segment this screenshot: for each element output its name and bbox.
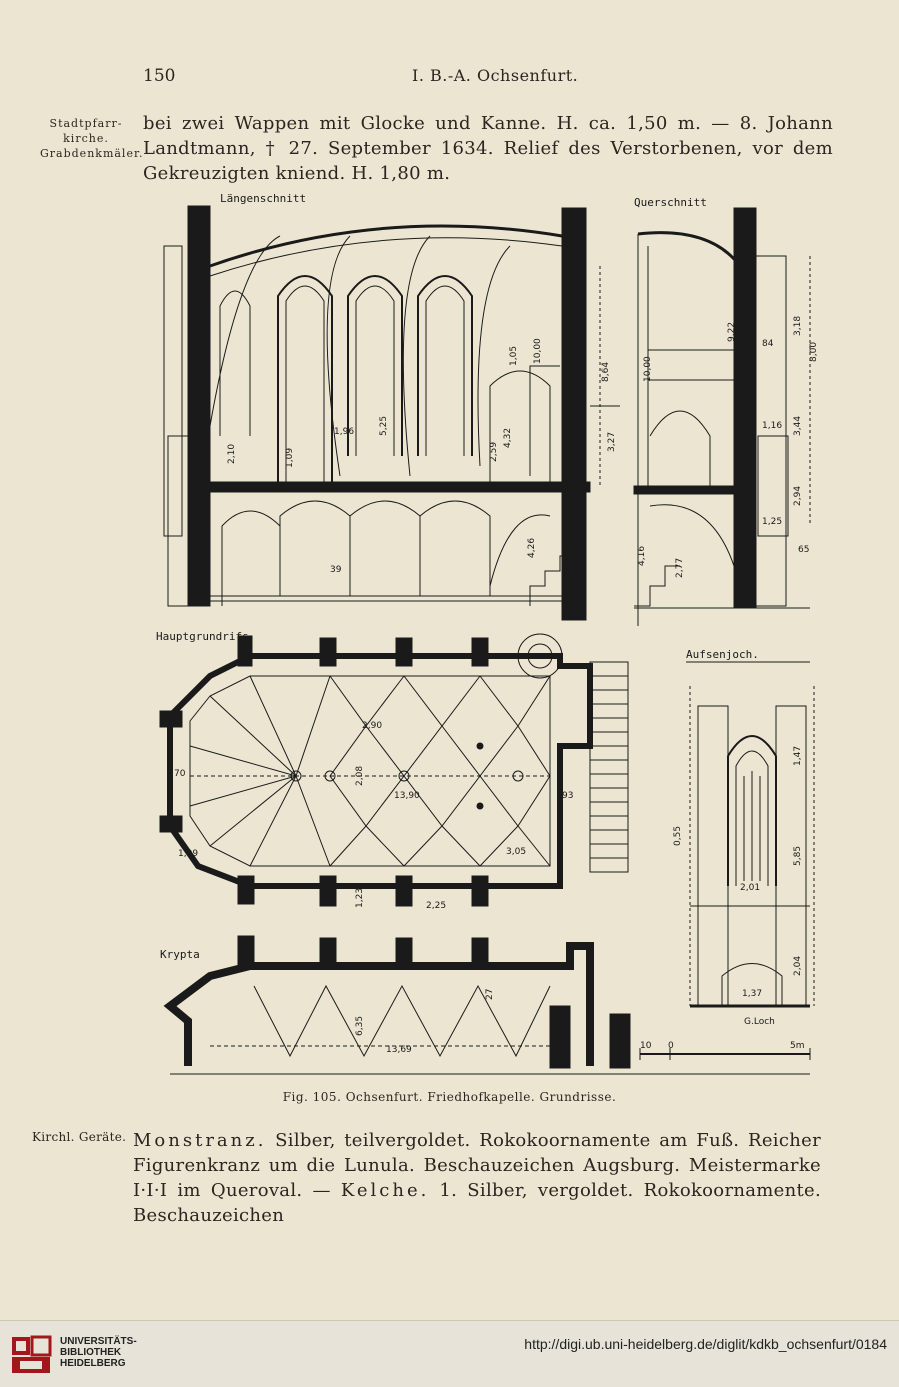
dimension: 1,09 xyxy=(178,849,198,859)
exterior-bay xyxy=(639,661,815,1060)
pier xyxy=(471,637,489,667)
dimension: 13,69 xyxy=(386,1045,412,1055)
university-logo-text: UNIVERSITÄTS- BIBLIOTHEK HEIDELBERG xyxy=(60,1336,137,1369)
dimension: 1,47 xyxy=(793,746,803,766)
paragraph-bottom: Monstranz. Silber, teilvergoldet. Rokoko… xyxy=(133,1128,821,1228)
figure-caption: Fig. 105. Ochsenfurt. Friedhofkapelle. G… xyxy=(282,1090,617,1104)
dimension: 10,00 xyxy=(643,356,653,382)
longitudinal-section xyxy=(163,205,620,621)
dimension: 13,90 xyxy=(394,791,420,801)
stairs xyxy=(589,661,629,873)
dimension: 2,90 xyxy=(362,721,382,731)
logo-line: BIBLIOTHEK xyxy=(60,1347,122,1358)
margin-line: Stadtpfarr- xyxy=(49,117,123,130)
pier xyxy=(471,875,489,907)
dimension: 2,77 xyxy=(675,558,685,578)
dimension: 27 xyxy=(485,989,495,1000)
dimension: 1,96 xyxy=(334,427,354,437)
university-logo-icon[interactable] xyxy=(8,1333,54,1375)
dimension: 2,10 xyxy=(227,444,237,464)
dimension: 2,59 xyxy=(489,442,499,462)
permalink-url[interactable]: http://digi.ub.uni-heidelberg.de/diglit/… xyxy=(524,1336,887,1352)
architectural-drawing: Längenschnitt Querschnitt Hauptgrundrifs… xyxy=(156,192,819,1075)
dimension: 3,18 xyxy=(793,316,803,336)
artist-signature: G.Loch xyxy=(744,1017,775,1027)
pier xyxy=(237,875,255,905)
text-run: 1. Silber, vergoldet. Rokokoornamente. B… xyxy=(133,1180,821,1226)
label-hauptgrundriss: Hauptgrundrifs xyxy=(156,630,249,643)
dimension: 93 xyxy=(562,791,573,801)
pier xyxy=(471,937,489,969)
dimension: 3,44 xyxy=(793,416,803,436)
dimension: 2,08 xyxy=(355,766,365,786)
dimension: 2,25 xyxy=(426,901,446,911)
pier xyxy=(159,815,183,833)
page-number: 150 xyxy=(143,66,176,86)
paragraph-top: bei zwei Wappen mit Glocke und Kanne. H.… xyxy=(143,113,833,184)
dimension: 5,25 xyxy=(379,416,389,436)
dimension: 2,04 xyxy=(793,956,803,976)
floor-slab xyxy=(209,481,591,493)
dimension: 65 xyxy=(798,545,809,555)
dimension: 8,00 xyxy=(809,342,819,362)
dimension: 4,26 xyxy=(527,538,537,558)
pier xyxy=(159,710,183,728)
dimension: 4,16 xyxy=(637,546,647,566)
margin-line: Grabdenkmäler. xyxy=(40,147,144,160)
pier xyxy=(237,935,255,967)
dimension: 1,05 xyxy=(509,346,519,366)
label-laengsschnitt: Längenschnitt xyxy=(220,192,306,205)
dimension: 1,23 xyxy=(355,888,365,908)
pier xyxy=(319,937,337,969)
book-page: 150 I. B.-A. Ochsenfurt. Stadtpfarr- kir… xyxy=(32,66,833,1228)
dimension: 3,27 xyxy=(607,432,617,452)
dimension: 84 xyxy=(762,339,774,349)
label-krypta: Krypta xyxy=(160,948,200,961)
running-title: I. B.-A. Ochsenfurt. xyxy=(412,66,579,85)
dimension: 39 xyxy=(330,565,342,575)
label-aussenjoch: Aufsenjoch. xyxy=(686,648,759,661)
pier xyxy=(237,635,253,667)
cross-section xyxy=(633,207,811,626)
scale-label: 10 xyxy=(640,1041,652,1051)
pier xyxy=(319,637,337,667)
dimension: 1,25 xyxy=(762,517,782,527)
dimension: 3,05 xyxy=(506,847,526,857)
wall-block xyxy=(187,205,211,607)
dimension: 5,85 xyxy=(793,846,803,866)
dimension: 10,00 xyxy=(533,338,543,364)
dimension: 9,22 xyxy=(727,322,737,342)
logo-line: HEIDELBERG xyxy=(60,1358,126,1369)
margin-line: kirche. xyxy=(63,132,109,145)
pier xyxy=(395,875,413,907)
scale-label: 5m xyxy=(790,1041,805,1051)
dimension: 1,16 xyxy=(762,421,782,431)
scale-label: 0 xyxy=(668,1041,674,1051)
wall-block xyxy=(561,207,587,621)
viewer-footer xyxy=(0,1320,899,1387)
dimension: 0,55 xyxy=(673,826,683,846)
logo-line: UNIVERSITÄTS- xyxy=(60,1336,137,1347)
dimension: 4,32 xyxy=(503,428,513,448)
dimension: 2,01 xyxy=(740,883,760,893)
emphasis-monstranz: Monstranz. xyxy=(133,1130,267,1151)
text-run: Silber, teilvergoldet. Rokokoornamente a… xyxy=(133,1130,821,1201)
main-floor-plan xyxy=(159,633,629,907)
floor-slab xyxy=(633,485,735,495)
dimension: 6,35 xyxy=(355,1016,365,1036)
margin-note-top: Stadtpfarr- kirche. Grabdenkmäler. xyxy=(40,116,144,161)
dimension: 2,94 xyxy=(793,486,803,506)
dimension: 8,64 xyxy=(601,362,611,382)
margin-note-bottom: Kirchl. Geräte. xyxy=(32,1130,127,1144)
pier xyxy=(395,937,413,969)
pier xyxy=(319,875,337,907)
emphasis-kelche: Kelche. xyxy=(340,1180,430,1201)
dimension: 1,37 xyxy=(742,989,762,999)
dimension: 70 xyxy=(174,769,186,779)
pier xyxy=(395,637,413,667)
dimension: 1,09 xyxy=(285,448,295,468)
crypt-plan xyxy=(163,935,810,1075)
label-querschnitt: Querschnitt xyxy=(634,196,707,209)
